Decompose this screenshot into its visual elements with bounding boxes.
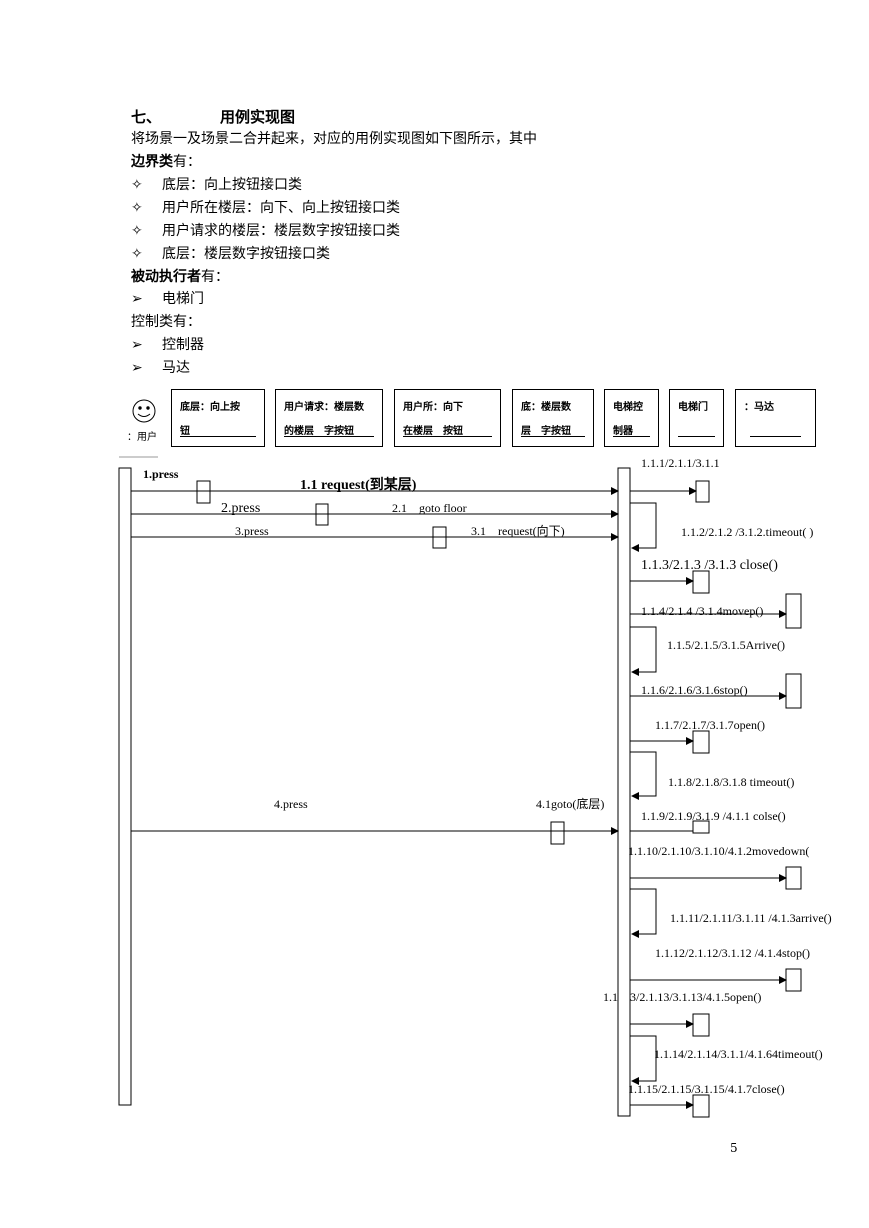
- boundary-item: 底层：楼层数字按钮接口类: [162, 246, 330, 262]
- self-message-label: 1.1 3/2.1.13/3.1.13/4.1.5open(): [603, 990, 762, 1004]
- control-heading: 控制类有：: [131, 314, 201, 330]
- boundary-item: 用户所在楼层：向下、向上按钮接口类: [162, 200, 400, 216]
- object-label: 钮: [180, 426, 190, 437]
- self-message-label: 1.1.7/2.1.7/3.1.7open(): [655, 718, 765, 732]
- object-box: 用户所：向下 在楼层 按钮: [394, 389, 501, 447]
- self-message-label: 1.1.14/2.1.14/3.1.1/4.1.64timeout(): [654, 1047, 823, 1061]
- boundary-bullet: ✧: [131, 177, 143, 193]
- message-label: 3.1 request(向下): [471, 524, 565, 538]
- object-label: 的楼层 字按钮: [284, 426, 354, 437]
- object-box: 底层：向上按 钮: [171, 389, 265, 447]
- self-message-label: 1.1.3/2.1.3 /3.1.3 close(): [641, 558, 778, 573]
- control-bullet: ➢: [131, 360, 143, 376]
- object-label: 层 字按钮: [521, 426, 571, 437]
- self-message-label: 1.1.1/2.1.1/3.1.1: [641, 456, 720, 470]
- section-title: 用例实现图: [220, 108, 296, 126]
- object-label: 在楼层 按钮: [403, 426, 463, 437]
- object-box: 用户请求：楼层数 的楼层 字按钮: [275, 389, 383, 447]
- self-message-label: 1.1.6/2.1.6/3.1.6stop(): [641, 683, 748, 697]
- object-label: 电梯门: [678, 402, 708, 413]
- boundary-item: 底层：向上按钮接口类: [162, 177, 302, 193]
- passive-item: 电梯门: [162, 291, 204, 307]
- object-box: 底：楼层数 层 字按钮: [512, 389, 594, 447]
- object-label: 用户所：向下: [403, 402, 463, 413]
- object-box: 电梯控 制器: [604, 389, 659, 447]
- self-message-label: 1.1.5/2.1.5/3.1.5Arrive(): [667, 638, 785, 652]
- object-label: 制器: [613, 426, 633, 437]
- page-number: 5: [730, 1141, 738, 1155]
- boundary-bullet: ✧: [131, 246, 143, 262]
- self-message-label: 1.1.9/2.1.9/3.1.9 /4.1.1 colse(): [641, 809, 786, 823]
- section-number: 七、: [131, 108, 162, 126]
- object-label: 底：楼层数: [521, 402, 571, 413]
- message-label: 2.1 goto floor: [392, 501, 467, 515]
- control-item: 马达: [162, 360, 190, 376]
- passive-bullet: ➢: [131, 291, 143, 307]
- message-label: 2.press: [221, 501, 261, 516]
- message-label: 1.press: [143, 467, 179, 481]
- object-box: 电梯门: [669, 389, 724, 447]
- boundary-heading: 边界类有：: [131, 154, 201, 170]
- message-label: 3.press: [235, 524, 269, 538]
- self-message-label: 1.1.2/2.1.2 /3.1.2.timeout( ): [681, 525, 814, 539]
- self-message-label: 1.1.15/2.1.15/3.1.15/4.1.7close(): [628, 1082, 785, 1096]
- object-label: 用户请求：楼层数: [284, 402, 364, 413]
- object-box: ：马达: [735, 389, 816, 447]
- self-message-label: 1.1.8/2.1.8/3.1.8 timeout(): [668, 775, 795, 789]
- boundary-bullet: ✧: [131, 223, 143, 239]
- control-item: 控制器: [162, 337, 204, 353]
- control-bullet: ➢: [131, 337, 143, 353]
- passive-heading: 被动执行者有：: [131, 269, 229, 285]
- self-message-label: 1.1.11/2.1.11/3.1.11 /4.1.3arrive(): [670, 911, 832, 925]
- intro-text: 将场景一及场景二合并起来，对应的用例实现图如下图所示，其中: [131, 131, 537, 147]
- boundary-item: 用户请求的楼层：楼层数字按钮接口类: [162, 223, 400, 239]
- object-label: 电梯控: [613, 402, 643, 413]
- self-message-label: 1.1.12/2.1.12/3.1.12 /4.1.4stop(): [655, 946, 810, 960]
- message-label: 4.press: [274, 797, 308, 811]
- actor-label: ：用户: [127, 432, 157, 443]
- message-label: 4.1goto(底层): [536, 797, 605, 811]
- self-message-label: 1.1.10/2.1.10/3.1.10/4.1.2movedown(: [628, 844, 810, 858]
- self-message-label: 1.1.4/2.1.4 /3.1.4movep(): [641, 604, 764, 618]
- object-label: ：马达: [744, 402, 774, 413]
- object-label: 底层：向上按: [180, 402, 240, 413]
- message-label: 1.1 request(到某层): [300, 478, 417, 493]
- boundary-bullet: ✧: [131, 200, 143, 216]
- actor-smiley-icon: [132, 399, 156, 423]
